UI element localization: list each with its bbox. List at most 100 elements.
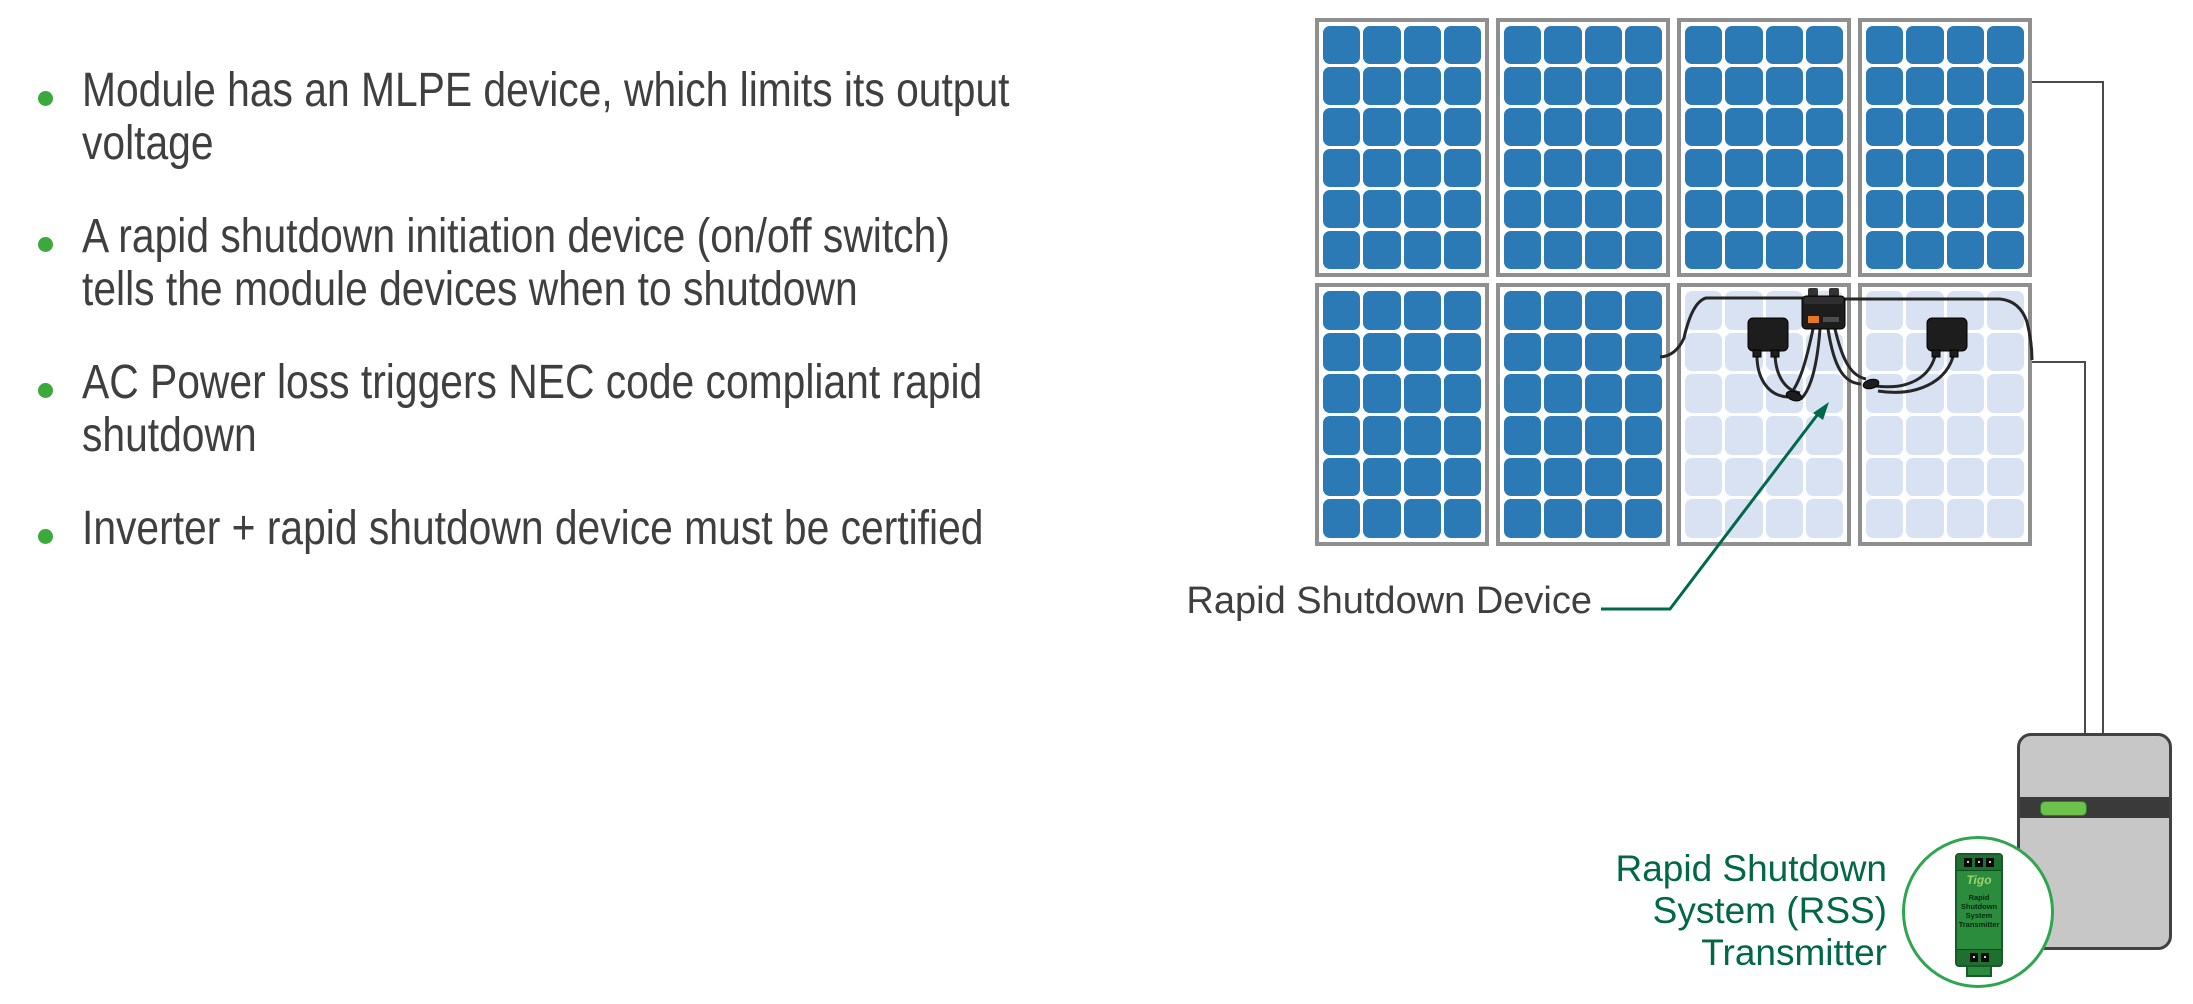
solar-cell	[1946, 416, 1984, 455]
solar-cell	[1906, 67, 1944, 105]
solar-cell	[1866, 26, 1904, 64]
solar-cell	[1725, 231, 1763, 269]
solar-cell	[1584, 190, 1622, 228]
transmitter-brand: Tigo	[1966, 873, 1992, 887]
solar-cell	[1544, 457, 1582, 497]
solar-cell	[1363, 374, 1401, 413]
solar-cell	[1403, 416, 1441, 455]
solar-cell	[1725, 457, 1763, 497]
solar-cell	[1544, 291, 1582, 330]
solar-cell	[1544, 416, 1582, 455]
solar-cell	[1443, 108, 1481, 146]
solar-cell	[1403, 108, 1441, 146]
solar-cell	[1363, 291, 1401, 330]
solar-cell	[1685, 374, 1723, 413]
solar-cell	[1584, 374, 1622, 413]
solar-cell	[1323, 374, 1361, 413]
solar-cell	[1946, 149, 1984, 187]
solar-cell	[1866, 332, 1904, 372]
solar-cell	[1986, 374, 2024, 413]
inverter-led	[2040, 801, 2087, 816]
solar-cell	[1584, 67, 1622, 105]
solar-cell	[1805, 26, 1843, 64]
solar-cell	[1624, 108, 1662, 146]
solar-cell	[1986, 26, 2024, 64]
solar-cell	[1986, 231, 2024, 269]
solar-cell	[1725, 67, 1763, 105]
solar-cell	[1805, 67, 1843, 105]
bullet-item: A rapid shutdown initiation device (on/o…	[38, 210, 1248, 316]
solar-cell	[1584, 457, 1622, 497]
solar-cell	[1544, 149, 1582, 187]
bullet-item: AC Power loss triggers NEC code complian…	[38, 356, 1248, 462]
solar-cell	[1584, 149, 1622, 187]
solar-cell	[1544, 108, 1582, 146]
solar-cell	[1946, 190, 1984, 228]
solar-cell	[1805, 149, 1843, 187]
solar-cell	[1504, 332, 1542, 372]
transmitter-device-label: Rapid Shutdown System Transmitter	[1958, 893, 2000, 929]
solar-cell	[1946, 457, 1984, 497]
solar-cell	[1504, 457, 1542, 497]
solar-cell	[1986, 332, 2024, 372]
solar-cell	[1986, 149, 2024, 187]
solar-cell	[1544, 26, 1582, 64]
bullet-text: Inverter + rapid shutdown device must be…	[82, 502, 984, 555]
solar-cell	[1946, 374, 1984, 413]
solar-cell	[1584, 499, 1622, 538]
solar-cell	[1584, 108, 1622, 146]
solar-cell	[1986, 416, 2024, 455]
solar-cell	[1906, 499, 1944, 538]
wire-connector	[1862, 378, 1880, 390]
solar-cell	[1805, 231, 1843, 269]
solar-cell	[1866, 457, 1904, 497]
solar-cell	[1906, 149, 1944, 187]
solar-cell	[1725, 416, 1763, 455]
solar-cell	[1504, 108, 1542, 146]
solar-cell	[1584, 291, 1622, 330]
solar-cell	[1866, 231, 1904, 269]
solar-cell	[1403, 499, 1441, 538]
solar-cell	[1443, 67, 1481, 105]
solar-cell	[1765, 67, 1803, 105]
solar-cell	[1403, 291, 1441, 330]
solar-cell	[1765, 149, 1803, 187]
solar-cell	[1544, 190, 1582, 228]
solar-cell	[1403, 374, 1441, 413]
solar-panel-shutdown	[1858, 283, 2032, 546]
solar-cell	[1544, 332, 1582, 372]
mlpe-device-right	[1926, 317, 1968, 358]
solar-cell	[1584, 416, 1622, 455]
solar-cell	[1504, 190, 1542, 228]
solar-cell	[1946, 26, 1984, 64]
solar-cell	[1866, 149, 1904, 187]
solar-panel-active	[1858, 18, 2032, 277]
solar-cell	[1363, 190, 1401, 228]
leader-line	[1601, 409, 1823, 611]
solar-cell	[1805, 108, 1843, 146]
solar-cell	[1946, 231, 1984, 269]
solar-cell	[1504, 374, 1542, 413]
solar-cell	[1584, 26, 1622, 64]
solar-cell	[1725, 374, 1763, 413]
solar-cell	[1986, 457, 2024, 497]
solar-cell	[1906, 26, 1944, 64]
solar-cell	[1685, 332, 1723, 372]
solar-cell	[1866, 108, 1904, 146]
solar-cell	[1866, 416, 1904, 455]
solar-cell	[1504, 499, 1542, 538]
bullet-text: A rapid shutdown initiation device (on/o…	[82, 210, 950, 316]
solar-cell	[1906, 231, 1944, 269]
solar-cell	[1685, 231, 1723, 269]
solar-cell	[1725, 190, 1763, 228]
solar-cell	[1363, 149, 1401, 187]
solar-cell	[1986, 108, 2024, 146]
solar-cell	[1323, 108, 1361, 146]
solar-cell	[1906, 190, 1944, 228]
solar-cell	[1323, 332, 1361, 372]
solar-cell	[1504, 291, 1542, 330]
solar-cell	[1504, 231, 1542, 269]
solar-cell	[1866, 499, 1904, 538]
transmitter-terminal-top	[1957, 855, 2001, 871]
solar-cell	[1443, 149, 1481, 187]
